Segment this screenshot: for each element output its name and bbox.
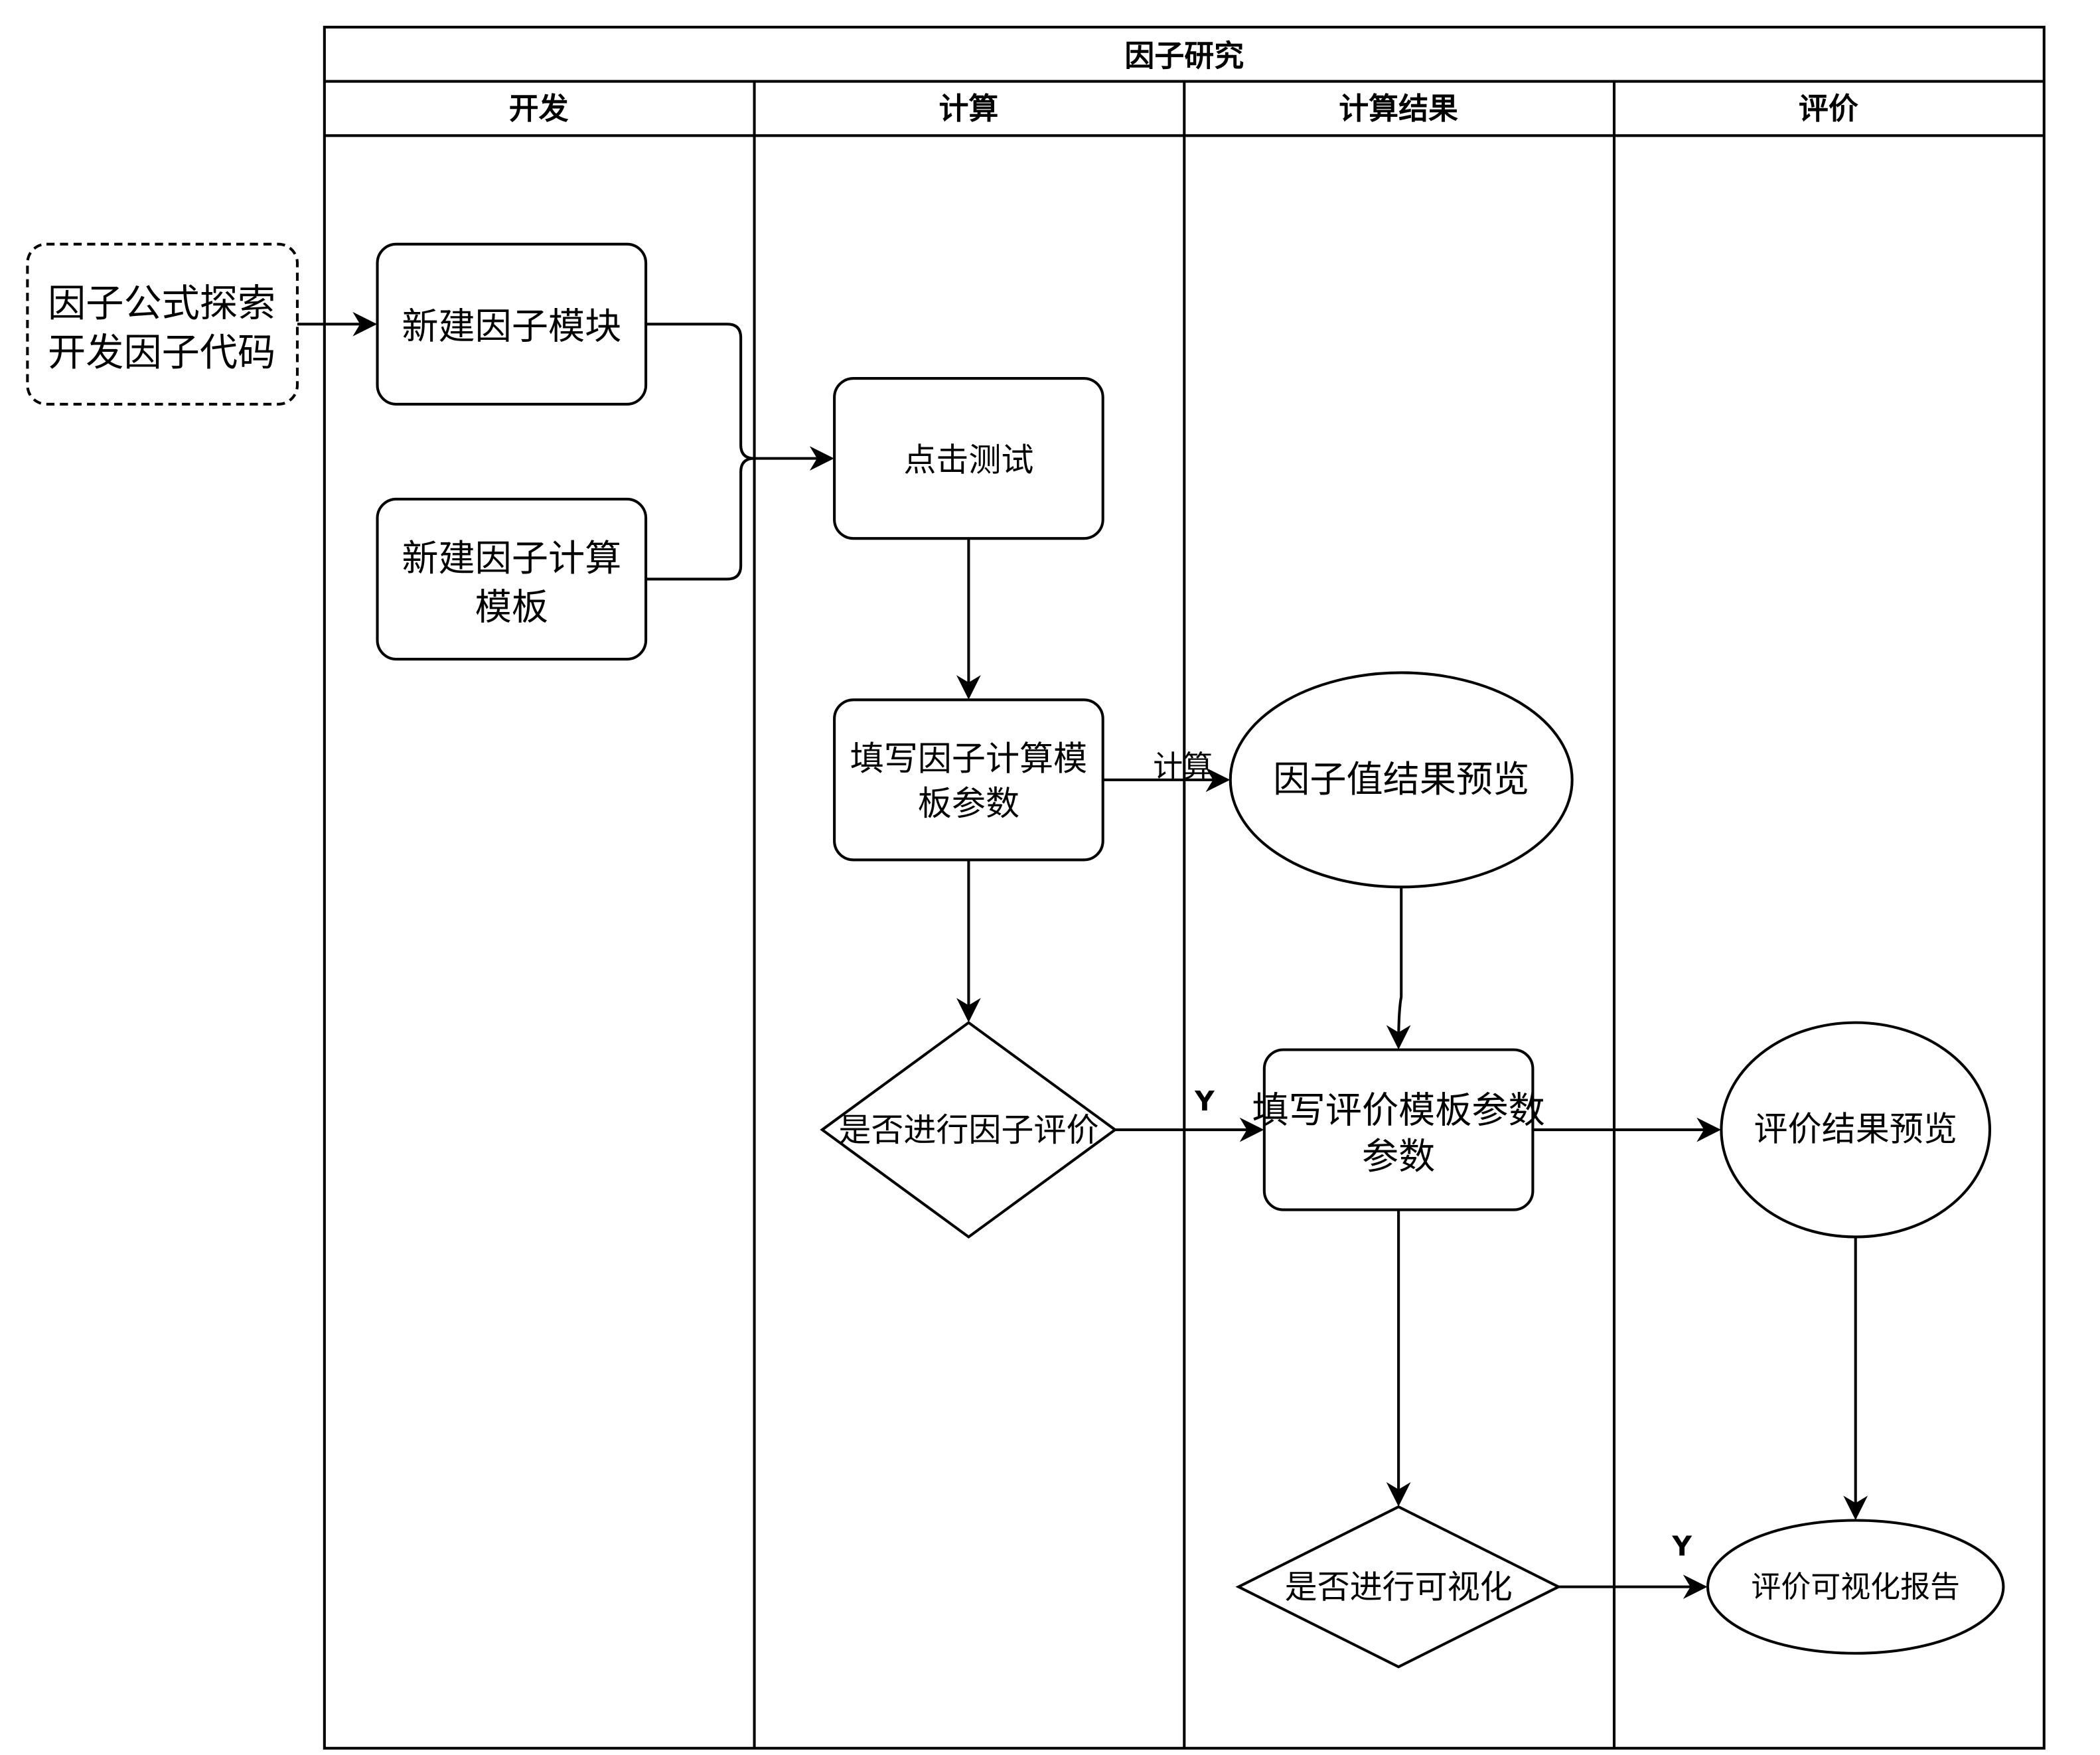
node-decide-eval[interactable]: 是否进行因子评价 xyxy=(820,1021,1118,1239)
svg-text:点击测试: 点击测试 xyxy=(903,441,1033,479)
node-new-template[interactable]: 新建因子计算 模板 xyxy=(376,497,648,661)
pool: 因子研究 开发 计算 计算结果 评价 xyxy=(323,25,2046,1750)
svg-text:填写评价模板参数: 填写评价模板参数 xyxy=(1252,1089,1544,1132)
svg-text:评价结果预览: 评价结果预览 xyxy=(1754,1110,1957,1150)
node-factor-preview[interactable]: 因子值结果预览 xyxy=(1229,671,1574,889)
edge-label-yes-visual: Y xyxy=(1671,1530,1692,1562)
node-fill-eval-params[interactable]: 填写评价模板参数 参数 xyxy=(1252,1048,1545,1211)
lane-header-calc: 计算 xyxy=(938,91,998,126)
edge-module-to-test xyxy=(646,323,834,471)
lane-header-eval: 评价 xyxy=(1799,91,1858,126)
lane-header-calc-result: 计算结果 xyxy=(1339,91,1458,126)
svg-text:是否进行可视化: 是否进行可视化 xyxy=(1285,1568,1513,1606)
svg-text:新建因子计算: 新建因子计算 xyxy=(402,538,621,580)
pool-title: 因子研究 xyxy=(1124,38,1244,73)
svg-text:新建因子模块: 新建因子模块 xyxy=(402,305,621,348)
lane-header-dev: 开发 xyxy=(509,91,569,126)
node-eval-preview[interactable]: 评价结果预览 xyxy=(1720,1021,1992,1239)
svg-text:评价可视化报告: 评价可视化报告 xyxy=(1751,1569,1960,1604)
svg-text:参数: 参数 xyxy=(1362,1136,1435,1178)
svg-text:是否进行因子评价: 是否进行因子评价 xyxy=(838,1110,1098,1149)
node-new-module[interactable]: 新建因子模块 xyxy=(376,242,648,406)
edges: 计算 Y Y xyxy=(297,311,1868,1600)
edge-preview-to-evalparams xyxy=(1386,887,1411,1050)
svg-text:因子公式探索: 因子公式探索 xyxy=(48,282,275,326)
edge-label-yes-eval: Y xyxy=(1194,1085,1215,1117)
node-explore[interactable]: 因子公式探索 开发因子代码 xyxy=(26,242,299,406)
node-decide-visual[interactable]: 是否进行可视化 xyxy=(1235,1505,1562,1669)
svg-text:因子值结果预览: 因子值结果预览 xyxy=(1273,759,1529,801)
edge-template-to-test xyxy=(646,457,755,581)
node-visual-report[interactable]: 评价可视化报告 xyxy=(1706,1519,2005,1655)
node-fill-calc-params[interactable]: 填写因子计算模 板参数 xyxy=(833,698,1104,862)
svg-text:板参数: 板参数 xyxy=(918,785,1019,824)
svg-text:开发因子代码: 开发因子代码 xyxy=(48,331,275,374)
node-click-test[interactable]: 点击测试 xyxy=(833,377,1104,540)
svg-text:模板: 模板 xyxy=(475,586,548,629)
edge-label-calc: 计算 xyxy=(1153,749,1213,784)
svg-text:填写因子计算模: 填写因子计算模 xyxy=(850,740,1088,779)
